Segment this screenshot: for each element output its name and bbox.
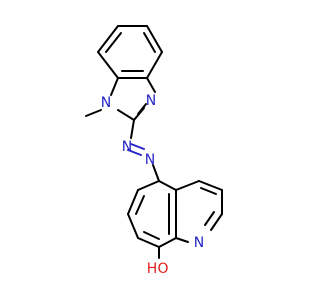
bond — [137, 237, 160, 248]
bond — [110, 77, 119, 96]
bond — [152, 164, 160, 182]
double-bond — [135, 195, 145, 215]
double-bond — [130, 143, 145, 150]
atom-hydroxyl-o: O — [157, 261, 168, 277]
double-bond — [200, 187, 217, 195]
bond — [127, 213, 139, 239]
atom-n-imine: N — [146, 93, 156, 109]
bond — [97, 25, 119, 53]
bond — [97, 51, 119, 79]
double-bond — [204, 211, 215, 226]
imidazole-ring — [85, 77, 156, 121]
bond — [137, 180, 160, 191]
atom-hydroxyl-h: H — [147, 261, 158, 277]
double-bond — [137, 103, 147, 115]
bond — [210, 213, 223, 231]
benzene-ring — [97, 25, 163, 79]
bond — [146, 77, 156, 93]
bond — [146, 25, 163, 53]
bond — [175, 237, 189, 243]
methyl-bond — [85, 109, 102, 117]
double-bond — [127, 149, 142, 156]
azo-linkage — [127, 119, 160, 182]
phenol-ring — [127, 180, 177, 259]
bond — [127, 189, 139, 215]
bond — [146, 51, 163, 79]
atom-labels: N N N N N H O — [101, 93, 204, 277]
atom-n-methyl: N — [101, 95, 111, 111]
bond — [130, 119, 135, 139]
atom-n-azo-1: N — [122, 139, 132, 155]
bond — [175, 180, 200, 191]
double-bond — [143, 231, 160, 240]
atom-n-azo-2: N — [145, 152, 155, 168]
pyridine-ring — [175, 180, 223, 243]
bond — [117, 109, 135, 121]
bond — [158, 237, 177, 248]
double-bond — [143, 32, 156, 53]
bond — [198, 180, 223, 191]
double-bond — [105, 32, 122, 53]
bond — [158, 180, 177, 191]
atom-n-quinoline: N — [194, 235, 204, 251]
molecule-diagram: N N N N N H O — [85, 25, 223, 277]
